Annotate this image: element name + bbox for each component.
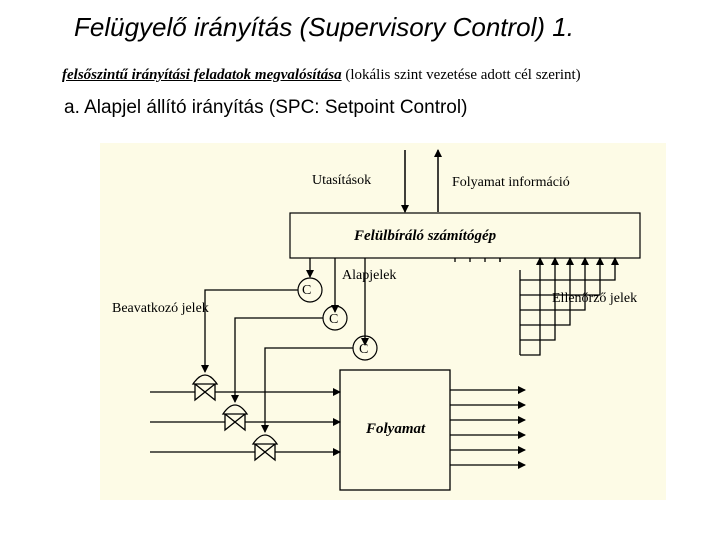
- process-box: [339, 369, 451, 491]
- controller-2-label: C: [329, 312, 338, 327]
- page-title: Felügyelő irányítás (Supervisory Control…: [74, 12, 574, 42]
- valve-1: [191, 374, 219, 402]
- subtitle: felsőszintű irányítási feladatok megvaló…: [62, 67, 581, 84]
- command-arrows: [401, 149, 442, 213]
- setpoints-label: Alapjelek: [342, 268, 396, 283]
- controller-1-label: C: [302, 283, 311, 298]
- check-signals-label: Ellenőrző jelek: [552, 291, 637, 306]
- subtitle-rest: (lokális szint vezetése adott cél szerin…: [345, 67, 581, 83]
- controller-3-label: C: [359, 342, 368, 357]
- valve-3: [251, 434, 279, 462]
- actuator-signals-label: Beavatkozó jelek: [112, 301, 209, 316]
- section-heading: a. Alapjel állító irányítás (SPC: Setpoi…: [64, 97, 468, 118]
- process-label: Folyamat: [365, 421, 426, 437]
- commands-label: Utasítások: [312, 173, 371, 188]
- actuator-signal-lines: [201, 289, 353, 433]
- check-signal-lines: [499, 257, 619, 356]
- process-to-check-lines: [454, 258, 501, 262]
- process-info-label: Folyamat információ: [452, 175, 570, 190]
- supervisor-label: Felülbíráló számítógép: [353, 228, 497, 244]
- subtitle-emphasis: felsőszintű irányítási feladatok megvaló…: [62, 67, 342, 83]
- supervisor-box: [289, 212, 641, 259]
- setpoint-lines: [306, 258, 369, 346]
- valve-2: [221, 404, 249, 432]
